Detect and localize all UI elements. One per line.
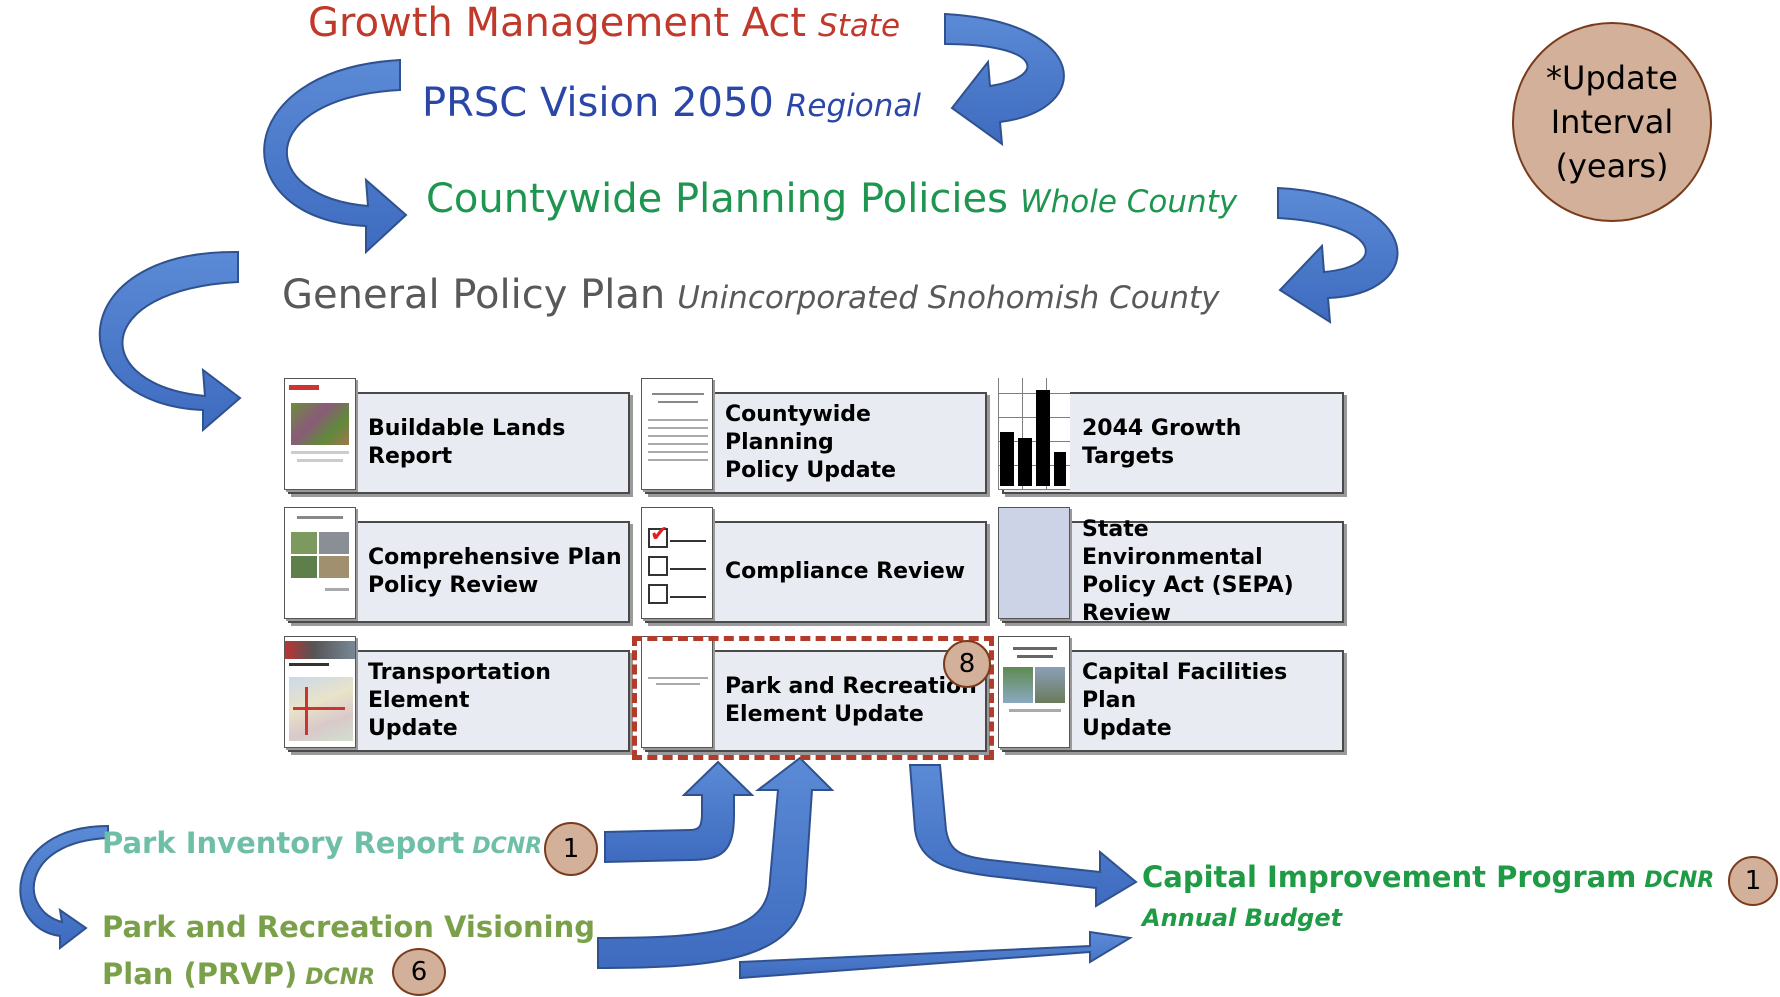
card-label: Buildable Lands Report	[368, 416, 566, 469]
card-compliance-review: ✔ Compliance Review	[641, 507, 987, 623]
photo-report-thumbnail	[284, 507, 356, 619]
cip-budget-label: Annual Budget	[1142, 904, 1343, 932]
document-thumbnail	[641, 378, 713, 490]
checklist-icon: ✔	[641, 507, 713, 619]
tier-scope: State	[818, 8, 901, 44]
tier-title: Growth Management Act	[308, 0, 807, 46]
card-label: Capital Facilities Plan Update	[1082, 660, 1288, 741]
update-interval-legend: *Update Interval (years)	[1512, 22, 1712, 222]
card-label: Comprehensive Plan Policy Review	[368, 545, 622, 598]
park-inventory-report-label: Park Inventory Report DCNR	[102, 826, 542, 860]
tier-scope: Unincorporated Snohomish County	[677, 280, 1220, 316]
cip-title: Capital Improvement Program	[1142, 860, 1637, 894]
cip-label: Capital Improvement Program DCNR	[1142, 860, 1714, 894]
card-label: Compliance Review	[725, 559, 966, 584]
bar-chart-thumbnail	[998, 378, 1070, 490]
map-report-thumbnail	[284, 378, 356, 490]
curved-arrow-gpp-to-elements	[98, 250, 242, 433]
card-park-and-recreation-element-update: Park and Recreation Element Update	[641, 636, 987, 752]
card-sepa-review: State Environmental Policy Act (SEPA) Re…	[998, 507, 1344, 626]
card-label: 2044 Growth Targets	[1082, 416, 1242, 469]
curved-arrow-cpp-to-gpp	[1277, 186, 1399, 324]
card-buildable-lands-report: Buildable Lands Report	[284, 378, 630, 494]
tier-scope: Regional	[785, 88, 921, 124]
tier-countywide-planning-policies: Countywide Planning Policies Whole County	[426, 176, 1237, 222]
prvp-agency: DCNR	[305, 965, 376, 990]
prvp-label-line1: Park and Recreation Visioning	[102, 910, 595, 944]
transportation-report-thumbnail	[284, 636, 356, 748]
park-inventory-title: Park Inventory Report	[102, 826, 465, 860]
card-capital-facilities-plan-update: Capital Facilities Plan Update	[998, 636, 1344, 752]
card-2044-growth-targets: 2044 Growth Targets	[998, 378, 1344, 494]
prvp-label-line2: Plan (PRVP) DCNR	[102, 957, 375, 991]
highlight-box-park-element	[632, 636, 994, 760]
card-label: Park and Recreation Element Update	[725, 674, 977, 727]
curved-arrow-inventory-to-prvp	[19, 824, 109, 951]
tier-title: General Policy Plan	[282, 272, 666, 318]
arrow-inventory-to-park-element	[604, 760, 755, 864]
tier-title: Countywide Planning Policies	[426, 176, 1008, 222]
tier-prsc-vision-2050: PRSC Vision 2050 Regional	[422, 80, 921, 126]
arrow-park-element-to-cip	[908, 764, 1138, 908]
update-interval-badge-park-inventory: 1	[544, 822, 598, 876]
cip-agency: DCNR	[1644, 868, 1715, 893]
tier-general-policy-plan: General Policy Plan Unincorporated Snohom…	[282, 272, 1220, 318]
arrow-prvp-to-cip	[739, 930, 1133, 980]
update-interval-badge-cip: 1	[1728, 856, 1778, 906]
prvp-title-line2: Plan (PRVP)	[102, 957, 298, 991]
tier-growth-management-act: Growth Management Act State	[308, 0, 900, 46]
tier-scope: Whole County	[1019, 184, 1238, 220]
facilities-report-thumbnail	[998, 636, 1070, 748]
card-label: Transportation Element Update	[368, 660, 551, 741]
card-comprehensive-plan-policy-review: Comprehensive Plan Policy Review	[284, 507, 630, 623]
card-label: Countywide Planning Policy Update	[725, 402, 897, 483]
update-interval-badge-park-element: 8	[943, 640, 991, 688]
card-transportation-element-update: Transportation Element Update	[284, 636, 630, 752]
curved-arrow-gma-to-prsc	[944, 12, 1065, 147]
update-interval-badge-prvp: 6	[392, 948, 446, 996]
card-countywide-planning-policy-update: Countywide Planning Policy Update	[641, 378, 987, 494]
arrow-prvp-to-park-element	[597, 756, 835, 970]
curved-arrow-prsc-to-cpp	[263, 58, 408, 255]
card-label: State Environmental Policy Act (SEPA) Re…	[1082, 517, 1294, 626]
blank-page-thumbnail	[998, 507, 1070, 619]
park-inventory-agency: DCNR	[472, 834, 543, 859]
document-thumbnail	[641, 636, 713, 748]
tier-title: PRSC Vision 2050	[422, 80, 774, 126]
